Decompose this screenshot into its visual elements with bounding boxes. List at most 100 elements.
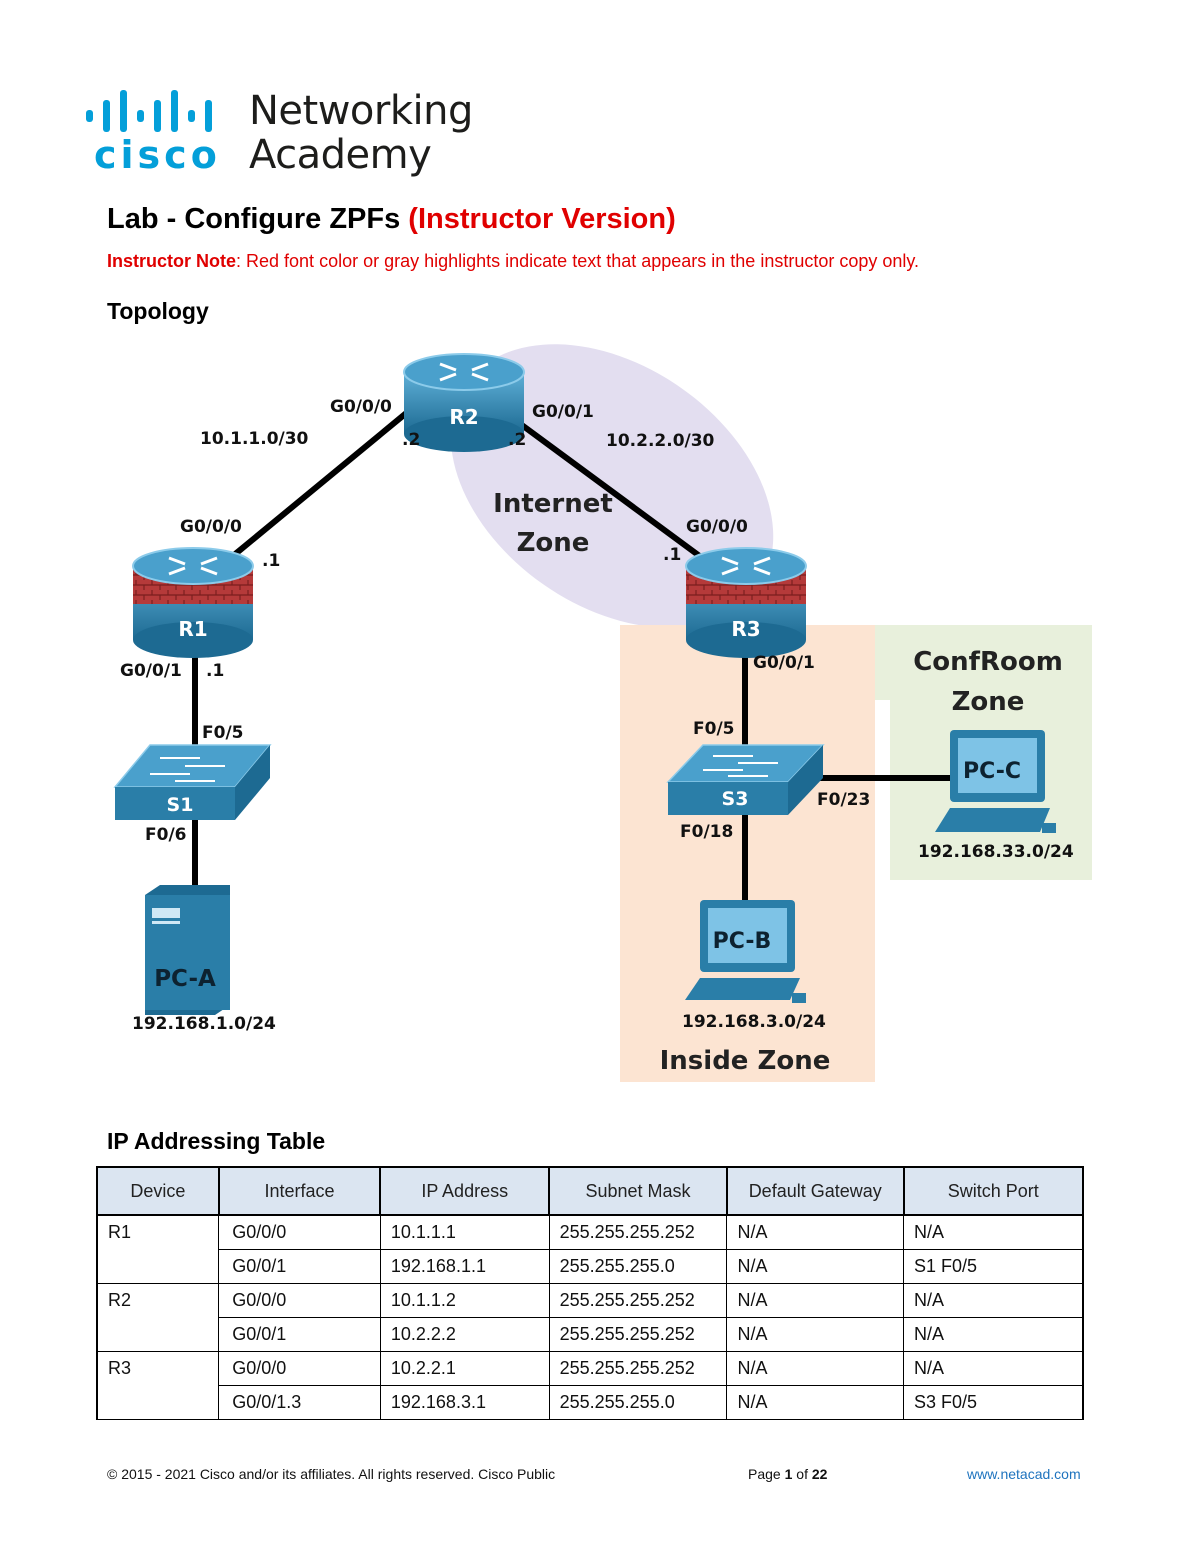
label-net-right: 10.2.2.0/30: [606, 431, 715, 451]
switch-arrows-icon: [150, 757, 225, 782]
cell-switch-port: N/A: [903, 1283, 1084, 1318]
label-r1-g000: G0/0/0: [180, 517, 242, 537]
label-r1-host-top: .1: [262, 551, 280, 571]
col-ip-address: IP Address: [379, 1166, 551, 1216]
cell-ip: 10.2.2.2: [379, 1317, 550, 1352]
cell-gateway: N/A: [726, 1351, 904, 1386]
col-default-gateway: Default Gateway: [725, 1166, 905, 1216]
instructor-note-text: : Red font color or gray highlights indi…: [236, 251, 920, 271]
s3-label: S3: [722, 788, 749, 810]
cell-interface: G0/0/0: [218, 1351, 381, 1386]
ip-table-heading: IP Addressing Table: [107, 1128, 326, 1154]
cell-mask: 255.255.255.252: [548, 1351, 728, 1386]
footer-page-number: Page 1 of 22: [748, 1466, 827, 1482]
title-main: Lab - Configure ZPFs: [107, 203, 401, 235]
cell-gateway: N/A: [726, 1249, 904, 1284]
label-s3-f018: F0/18: [680, 822, 733, 842]
label-pcc-net: 192.168.33.0/24: [918, 842, 1074, 862]
cisco-wordmark: cisco: [94, 133, 221, 177]
internet-zone-label-2: Zone: [517, 528, 590, 558]
ip-addressing-table: Device Interface IP Address Subnet Mask …: [96, 1166, 1084, 1420]
footer-page-total: 22: [811, 1466, 828, 1482]
r2-label: R2: [449, 405, 478, 429]
cell-interface: G0/0/1: [218, 1249, 381, 1284]
label-r2-left-host: .2: [402, 430, 420, 450]
pc-c-workstation: PC-C: [935, 730, 1056, 833]
footer-page-prefix: Page: [748, 1466, 785, 1482]
table-row: R1 G0/0/0 10.1.1.1 255.255.255.252 N/A N…: [96, 1214, 1084, 1284]
logo-academy: Academy: [249, 132, 432, 178]
inside-zone-label: Inside Zone: [660, 1046, 831, 1076]
table-row: G0/0/1.3 192.168.3.1 255.255.255.0 N/A S…: [97, 1385, 1084, 1420]
table-row: R2 G0/0/0 10.1.1.2 255.255.255.252 N/A N…: [96, 1283, 1084, 1352]
r1-label: R1: [178, 617, 207, 641]
router-r2: R2: [403, 353, 525, 452]
cell-switch-port: N/A: [903, 1214, 1084, 1250]
col-device: Device: [96, 1166, 220, 1216]
cell-device: R1: [96, 1214, 220, 1284]
footer-page-current: 1: [784, 1466, 793, 1482]
confroom-zone-label-1: ConfRoom: [913, 647, 1063, 677]
cell-switch-port: S1 F0/5: [903, 1249, 1084, 1284]
cell-device: R2: [96, 1283, 220, 1352]
col-interface: Interface: [217, 1166, 382, 1216]
cisco-bridge-icon: cisco: [86, 90, 221, 177]
label-s1-f05: F0/5: [202, 723, 243, 743]
topology-heading: Topology: [107, 298, 209, 324]
page-title: Lab - Configure ZPFs (Instructor Version…: [107, 203, 676, 236]
cell-interface: G0/0/0: [218, 1283, 381, 1318]
switch-s1: S1: [113, 744, 272, 820]
label-pca-net: 192.168.1.0/24: [132, 1014, 276, 1034]
table-row: R3 G0/0/0 10.2.2.1 255.255.255.252 N/A N…: [96, 1351, 1084, 1420]
col-subnet-mask: Subnet Mask: [548, 1166, 728, 1216]
link-r1-r2: [225, 407, 413, 563]
footer-copyright: © 2015 - 2021 Cisco and/or its affiliate…: [107, 1466, 556, 1482]
label-r3-g000: G0/0/0: [686, 517, 748, 537]
cell-switch-port: N/A: [903, 1351, 1084, 1386]
topology-diagram: R2 R1 R3 S1: [113, 344, 1092, 1082]
instructor-note-label: Instructor Note: [107, 251, 237, 271]
label-r2-g001: G0/0/1: [532, 402, 594, 422]
col-switch-port: Switch Port: [902, 1166, 1084, 1216]
confroom-zone-label-2: Zone: [952, 687, 1025, 717]
label-pcb-net: 192.168.3.0/24: [682, 1012, 826, 1032]
pc-a-server: PC-A: [145, 885, 230, 1015]
logo-networking: Networking: [249, 88, 473, 134]
pc-c-label: PC-C: [963, 759, 1021, 784]
cell-ip: 10.2.2.1: [379, 1351, 550, 1386]
router-r1: R1: [132, 547, 254, 658]
s1-label: S1: [167, 794, 194, 816]
pc-a-label: PC-A: [154, 966, 216, 992]
cell-mask: 255.255.255.252: [548, 1283, 728, 1318]
internet-zone-label-1: Internet: [493, 489, 613, 519]
label-r2-right-host: .2: [508, 430, 526, 450]
label-s1-f06: F0/6: [145, 825, 186, 845]
cell-gateway: N/A: [726, 1214, 904, 1250]
cell-interface: G0/0/1.3: [218, 1385, 381, 1420]
cell-mask: 255.255.255.0: [548, 1249, 728, 1284]
label-s3-f023: F0/23: [817, 790, 870, 810]
cell-ip: 10.1.1.2: [379, 1283, 550, 1318]
cell-ip: 10.1.1.1: [379, 1214, 550, 1250]
cell-mask: 255.255.255.252: [548, 1214, 728, 1250]
instructor-note: Instructor Note: Red font color or gray …: [107, 251, 919, 272]
label-net-left: 10.1.1.0/30: [200, 429, 309, 449]
table-header-row: Device Interface IP Address Subnet Mask …: [96, 1166, 1084, 1216]
router-arrows-icon: [439, 362, 489, 382]
footer-page-mid: of: [792, 1466, 812, 1482]
label-r3-host-top: .1: [663, 545, 681, 565]
label-r3-g001: G0/0/1: [753, 653, 815, 673]
cell-switch-port: N/A: [903, 1317, 1084, 1352]
footer-url-wrap: www.netacad.com: [967, 1466, 1081, 1482]
cell-mask: 255.255.255.0: [548, 1385, 728, 1420]
table-row: G0/0/1 192.168.1.1 255.255.255.0 N/A S1 …: [97, 1249, 1084, 1284]
label-r1-g001: G0/0/1: [120, 661, 182, 681]
pc-b-label: PC-B: [713, 929, 772, 954]
cell-device: R3: [96, 1351, 220, 1420]
title-version: (Instructor Version): [408, 203, 676, 235]
cell-gateway: N/A: [726, 1283, 904, 1318]
cell-interface: G0/0/1: [218, 1317, 381, 1352]
cell-mask: 255.255.255.252: [548, 1317, 728, 1352]
footer-url-link[interactable]: www.netacad.com: [967, 1466, 1081, 1482]
label-r1-host-bottom: .1: [206, 661, 224, 681]
